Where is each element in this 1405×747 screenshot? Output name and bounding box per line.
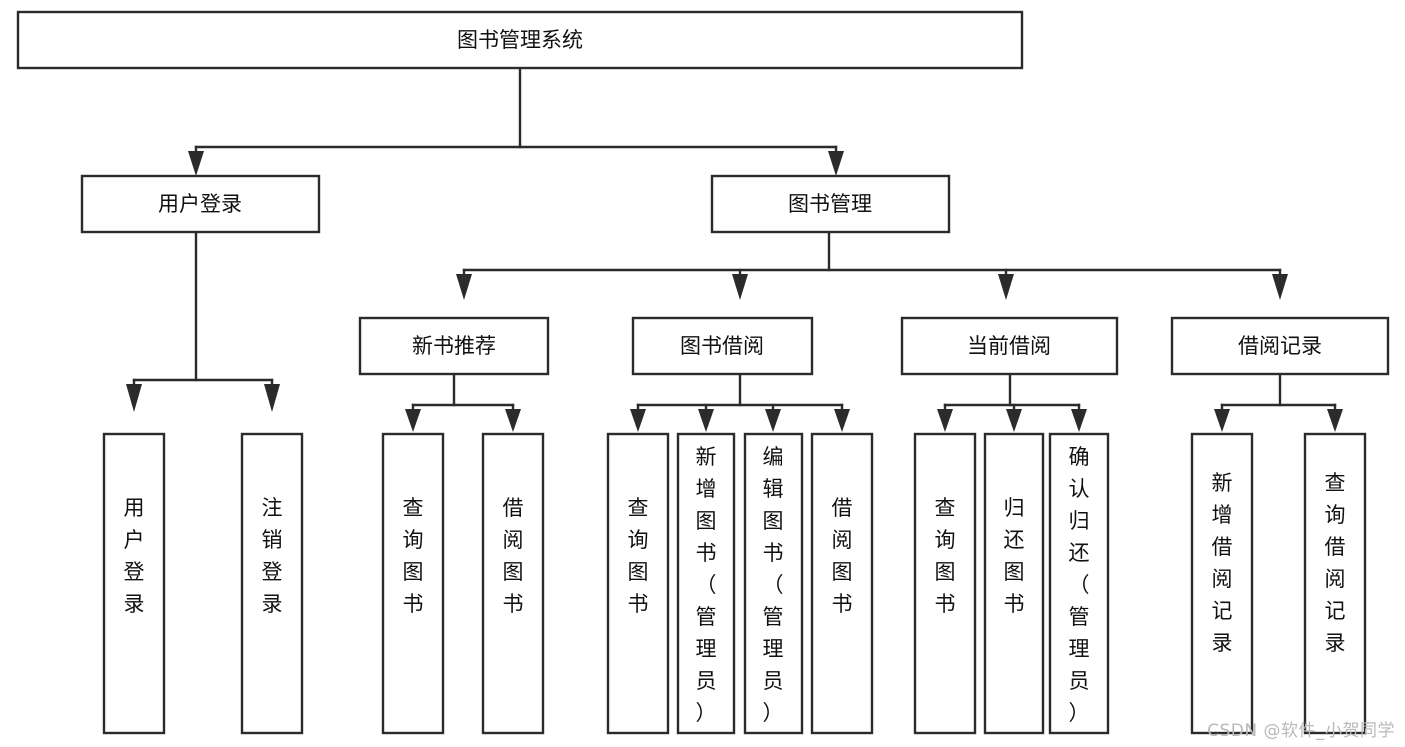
node-user-login-box[interactable] [80,174,321,234]
node-user-login-label: 用户登录 [158,192,242,216]
arrow-head-book-borrow [732,274,748,300]
node-leaf-logout-login-label: 注销登录 [262,496,283,616]
node-leaf-query-record-label: 查询借阅记录 [1325,471,1346,655]
node-leaf-borrow-book-2[interactable]: 借阅图书 [810,432,874,735]
node-leaf-user-login-label: 用户登录 [124,496,145,616]
node-leaf-return-book-label: 归还图书 [1004,496,1025,616]
node-leaf-query-book-3[interactable]: 查询图书 [913,432,977,735]
arrow-head-leaf-query-book-3 [937,409,953,432]
node-user-login[interactable]: 用户登录 [80,174,321,234]
arrow-head-user-login [188,151,204,176]
node-leaf-confirm-return-label: 确认归还（管理员） [1069,445,1090,725]
node-leaf-borrow-book-1[interactable]: 借阅图书 [481,432,545,735]
node-leaf-add-record[interactable]: 新增借阅记录 [1190,432,1254,735]
node-leaf-query-record[interactable]: 查询借阅记录 [1303,432,1367,735]
node-leaf-return-book[interactable]: 归还图书 [983,432,1045,735]
node-new-book-recommend[interactable]: 新书推荐 [358,316,550,376]
node-current-borrow-box[interactable] [900,316,1119,376]
node-leaf-add-book[interactable]: 新增图书（管理员） [676,432,736,735]
arrow-head-book-manage [828,151,844,176]
node-leaf-query-book-3-label: 查询图书 [935,496,956,616]
node-leaf-add-record-box[interactable] [1190,432,1254,735]
arrow-head-leaf-user-login [126,384,142,412]
watermark-text: CSDN @软件_小贺同学 [1207,721,1395,741]
node-book-borrow-label: 图书借阅 [680,334,764,358]
arrow-head-borrow-record [1272,274,1288,300]
node-leaf-add-record-label: 新增借阅记录 [1212,471,1233,655]
node-root-label: 图书管理系统 [457,28,583,52]
arrow-head-leaf-return-book [1006,409,1022,432]
arrow-head-leaf-add-book [698,409,714,432]
node-leaf-query-book-1-label: 查询图书 [403,496,424,616]
node-leaf-user-login-box[interactable] [102,432,166,735]
arrow-head-leaf-confirm-return [1071,409,1087,432]
arrow-head-leaf-edit-book [765,409,781,432]
node-leaf-edit-book-label: 编辑图书（管理员） [763,445,784,725]
node-leaf-borrow-book-2-label: 借阅图书 [832,496,853,616]
node-book-manage-box[interactable] [710,174,951,234]
node-book-borrow-box[interactable] [631,316,814,376]
node-borrow-record-label: 借阅记录 [1238,334,1322,358]
node-leaf-query-book-2-box[interactable] [606,432,670,735]
arrow-head-leaf-logout-login [264,384,280,412]
node-book-borrow[interactable]: 图书借阅 [631,316,814,376]
node-leaf-confirm-return[interactable]: 确认归还（管理员） [1048,432,1110,735]
arrow-head-new-book-recommend [456,274,472,300]
node-leaf-query-book-1-box[interactable] [381,432,445,735]
node-leaf-edit-book-box[interactable] [743,432,804,735]
node-leaf-query-book-3-box[interactable] [913,432,977,735]
node-new-book-recommend-label: 新书推荐 [412,334,496,358]
node-new-book-recommend-box[interactable] [358,316,550,376]
node-leaf-logout-login[interactable]: 注销登录 [240,432,304,735]
node-root-box[interactable] [16,10,1024,70]
node-leaf-logout-login-box[interactable] [240,432,304,735]
node-book-manage-label: 图书管理 [788,192,872,216]
arrow-head-leaf-query-book-2 [630,409,646,432]
node-borrow-record-box[interactable] [1170,316,1390,376]
node-current-borrow-label: 当前借阅 [967,334,1051,358]
node-current-borrow[interactable]: 当前借阅 [900,316,1119,376]
node-leaf-borrow-book-2-box[interactable] [810,432,874,735]
arrow-head-current-borrow [998,274,1014,300]
node-leaf-query-book-1[interactable]: 查询图书 [381,432,445,735]
arrow-head-leaf-borrow-book-1 [505,409,521,432]
node-leaf-return-book-box[interactable] [983,432,1045,735]
node-root[interactable]: 图书管理系统 [16,10,1024,70]
connector-layer [126,66,1343,432]
node-leaf-add-book-box[interactable] [676,432,736,735]
arrow-head-leaf-borrow-book-2 [834,409,850,432]
node-leaf-add-book-label: 新增图书（管理员） [696,445,717,725]
leaf-layer: 用户登录 注销登录 查询图书 借阅图书 查询图书 新增图书（管理员） [102,432,1367,735]
node-leaf-query-book-2-label: 查询图书 [628,496,649,616]
node-leaf-confirm-return-box[interactable] [1048,432,1110,735]
node-leaf-borrow-book-1-box[interactable] [481,432,545,735]
node-leaf-edit-book[interactable]: 编辑图书（管理员） [743,432,804,735]
node-leaf-user-login[interactable]: 用户登录 [102,432,166,735]
arrow-head-leaf-query-record [1327,409,1343,432]
node-leaf-query-record-box[interactable] [1303,432,1367,735]
node-borrow-record[interactable]: 借阅记录 [1170,316,1390,376]
arrow-head-leaf-add-record [1214,409,1230,432]
node-leaf-query-book-2[interactable]: 查询图书 [606,432,670,735]
arrow-head-leaf-query-book-1 [405,409,421,432]
node-book-manage[interactable]: 图书管理 [710,174,951,234]
node-leaf-borrow-book-1-label: 借阅图书 [503,496,524,616]
